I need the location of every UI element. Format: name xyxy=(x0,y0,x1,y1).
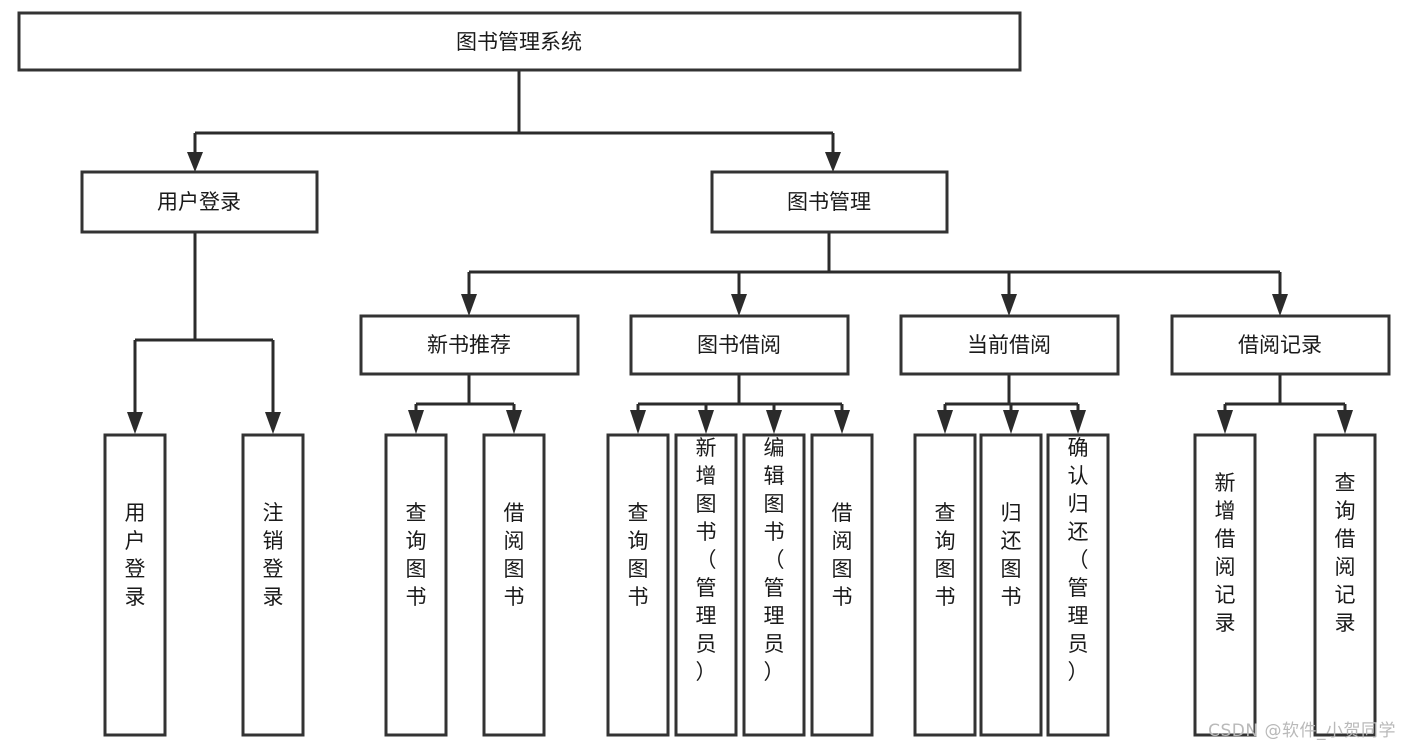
node-leaf-add-record-label: 新增借阅记录 xyxy=(1215,471,1236,635)
node-leaf-query-book-1-box[interactable] xyxy=(384,433,448,737)
connector-root-to-level2 xyxy=(193,70,835,155)
connector-new-book-recommend-to-leaves xyxy=(414,374,516,415)
node-leaf-query-book-1[interactable]: 查询图书 xyxy=(384,433,448,737)
node-leaf-return-book-box[interactable] xyxy=(979,433,1043,737)
node-borrow-record-label: 借阅记录 xyxy=(1238,333,1322,357)
connector-borrow-record-to-leaves xyxy=(1223,374,1347,415)
node-leaf-query-book-2-box[interactable] xyxy=(606,433,670,737)
arrowhead-to-leaf-query-book-1 xyxy=(408,410,424,434)
node-leaf-query-book-1-label: 查询图书 xyxy=(406,501,427,609)
node-new-book-recommend-box[interactable] xyxy=(359,314,580,376)
node-leaf-query-book-2-label: 查询图书 xyxy=(628,501,649,609)
node-leaf-query-book-3[interactable]: 查询图书 xyxy=(913,433,977,737)
node-leaf-add-record[interactable]: 新增借阅记录 xyxy=(1193,433,1257,737)
arrowhead-to-leaf-borrow-book-1 xyxy=(506,410,522,434)
node-borrow-record[interactable]: 借阅记录 xyxy=(1170,314,1391,376)
node-leaf-query-book-3-label: 查询图书 xyxy=(935,501,956,609)
node-leaf-logout-login-label: 注销登录 xyxy=(263,501,284,609)
node-leaf-confirm-return-box[interactable] xyxy=(1046,433,1110,737)
node-new-book-recommend-label: 新书推荐 xyxy=(427,333,511,357)
node-borrow-record-box[interactable] xyxy=(1170,314,1391,376)
node-leaf-borrow-book-1-label: 借阅图书 xyxy=(504,501,525,609)
node-book-management-label: 图书管理 xyxy=(787,190,871,214)
node-book-management[interactable]: 图书管理 xyxy=(710,170,949,234)
arrowhead-to-new-book-recommend xyxy=(461,294,477,316)
connector-current-borrow-to-leaves xyxy=(943,374,1080,415)
node-leaf-borrow-book-1-box[interactable] xyxy=(482,433,546,737)
node-book-borrow[interactable]: 图书借阅 xyxy=(629,314,850,376)
node-leaf-edit-book-label: 编辑图书（管理员） xyxy=(764,436,785,684)
node-leaf-add-book-box[interactable] xyxy=(674,433,738,737)
node-leaf-add-book-label: 新增图书（管理员） xyxy=(696,436,717,684)
node-leaf-query-book-3-box[interactable] xyxy=(913,433,977,737)
connector-group xyxy=(127,70,1353,434)
node-leaf-logout-login-box[interactable] xyxy=(241,433,305,737)
node-root-label: 图书管理系统 xyxy=(456,30,582,54)
node-leaf-confirm-return-label: 确认归还（管理员） xyxy=(1068,436,1089,684)
node-leaf-return-book-label: 归还图书 xyxy=(1001,501,1022,609)
node-user-login-label: 用户登录 xyxy=(157,190,241,214)
node-leaf-query-book-2[interactable]: 查询图书 xyxy=(606,433,670,737)
node-leaf-borrow-book-2[interactable]: 借阅图书 xyxy=(810,433,874,737)
node-leaf-edit-book-box[interactable] xyxy=(742,433,806,737)
arrowhead-to-user-login xyxy=(187,152,203,172)
node-current-borrow-box[interactable] xyxy=(899,314,1120,376)
arrowhead-to-leaf-edit-book xyxy=(766,410,782,434)
arrowhead-to-leaf-borrow-book-2 xyxy=(834,410,850,434)
arrowhead-to-leaf-query-book-3 xyxy=(937,410,953,434)
node-leaf-query-record-box[interactable] xyxy=(1313,433,1377,737)
node-book-management-box[interactable] xyxy=(710,170,949,234)
connector-book-borrow-to-leaves xyxy=(636,374,844,415)
connector-user-login-to-leaves xyxy=(133,232,275,415)
node-leaf-borrow-book-1[interactable]: 借阅图书 xyxy=(482,433,546,737)
arrowhead-to-leaf-add-book xyxy=(698,410,714,434)
node-root[interactable]: 图书管理系统 xyxy=(17,11,1022,72)
node-user-login-box[interactable] xyxy=(80,170,319,234)
node-leaf-add-record-box[interactable] xyxy=(1193,433,1257,737)
arrowhead-to-borrow-record xyxy=(1272,294,1288,316)
node-leaf-user-login-box[interactable] xyxy=(103,433,167,737)
node-leaf-logout-login[interactable]: 注销登录 xyxy=(241,433,305,737)
arrowhead-to-leaf-query-book-2 xyxy=(630,410,646,434)
node-current-borrow-label: 当前借阅 xyxy=(967,333,1051,357)
node-current-borrow[interactable]: 当前借阅 xyxy=(899,314,1120,376)
node-new-book-recommend[interactable]: 新书推荐 xyxy=(359,314,580,376)
arrowhead-to-leaf-return-book xyxy=(1003,410,1019,434)
node-root-box[interactable] xyxy=(17,11,1022,72)
node-user-login[interactable]: 用户登录 xyxy=(80,170,319,234)
arrowhead-to-leaf-add-record xyxy=(1217,410,1233,434)
node-leaf-return-book[interactable]: 归还图书 xyxy=(979,433,1043,737)
arrowhead-to-leaf-confirm-return xyxy=(1070,410,1086,434)
node-leaf-borrow-book-2-box[interactable] xyxy=(810,433,874,737)
arrowhead-to-leaf-query-record xyxy=(1337,410,1353,434)
connector-book-management-to-level3 xyxy=(467,232,1282,297)
arrowhead-to-current-borrow xyxy=(1001,294,1017,316)
arrowhead-to-book-management xyxy=(825,152,841,172)
csdn-watermark: CSDN @软件_小贺同学 xyxy=(1208,721,1396,741)
node-leaf-edit-book[interactable]: 编辑图书（管理员） xyxy=(742,433,806,737)
arrowhead-to-book-borrow xyxy=(731,294,747,316)
arrowhead-to-leaf-logout-login xyxy=(265,412,281,434)
node-leaf-borrow-book-2-label: 借阅图书 xyxy=(832,501,853,609)
node-leaf-query-record[interactable]: 查询借阅记录 xyxy=(1313,433,1377,737)
node-leaf-user-login-label: 用户登录 xyxy=(125,501,146,609)
node-book-borrow-label: 图书借阅 xyxy=(697,333,781,357)
node-book-borrow-box[interactable] xyxy=(629,314,850,376)
arrowhead-to-leaf-user-login xyxy=(127,412,143,434)
node-leaf-user-login[interactable]: 用户登录 xyxy=(103,433,167,737)
node-leaf-confirm-return[interactable]: 确认归还（管理员） xyxy=(1046,433,1110,737)
node-leaf-query-record-label: 查询借阅记录 xyxy=(1335,471,1356,635)
node-leaf-add-book[interactable]: 新增图书（管理员） xyxy=(674,433,738,737)
